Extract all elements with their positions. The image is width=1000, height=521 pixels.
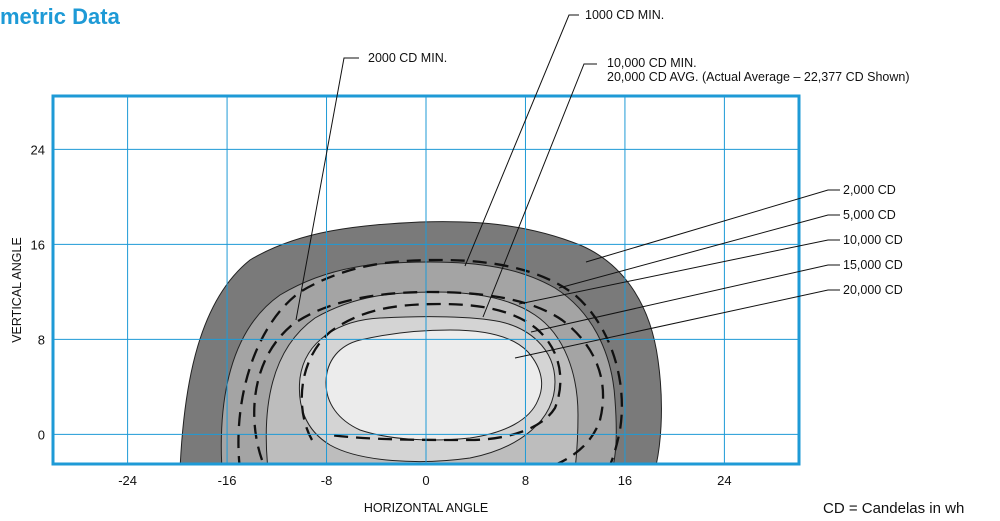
y-tick-label: 8 [38, 332, 45, 347]
page-title: metric Data [0, 4, 121, 29]
dashed-1000-cd-min [237, 258, 624, 464]
x-tick-label: -16 [218, 473, 237, 488]
leader-2000-cd [585, 189, 840, 263]
leader-10000-cd [518, 239, 840, 305]
y-axis-label: VERTICAL ANGLE [10, 237, 24, 343]
leader-5000-cd [558, 214, 840, 289]
plot-border [51, 94, 801, 466]
leader-1000-cd-min [464, 14, 579, 267]
leader-15000-cd [530, 264, 840, 333]
callout-2000-cd-min: 2000 CD MIN. [368, 51, 447, 65]
y-tick-labels: 0 8 16 24 [31, 142, 45, 442]
callout-20000-cd-avg: 20,000 CD AVG. (Actual Average – 22,377 … [607, 70, 910, 84]
x-tick-label: -8 [321, 473, 333, 488]
y-tick-label: 0 [38, 427, 45, 442]
grid [53, 96, 799, 464]
x-tick-label: 16 [618, 473, 632, 488]
callout-leaders [295, 14, 597, 321]
leader-2000-cd-min [295, 57, 359, 321]
x-axis-label: HORIZONTAL ANGLE [364, 501, 488, 515]
footnote: CD = Candelas in wh [823, 500, 964, 517]
intensity-zones [179, 221, 662, 464]
x-tick-label: 24 [717, 473, 731, 488]
callout-10000-cd-min: 10,000 CD MIN. [607, 56, 697, 70]
legend-5000-cd: 5,000 CD [843, 208, 896, 222]
dashed-2000-cd-min [253, 290, 605, 464]
x-tick-labels: -24 -16 -8 0 8 16 24 [118, 473, 731, 488]
callout-1000-cd-min: 1000 CD MIN. [585, 8, 664, 22]
x-tick-label: 8 [522, 473, 529, 488]
legend-20000-cd: 20,000 CD [843, 283, 903, 297]
x-tick-label: -24 [118, 473, 137, 488]
y-tick-label: 16 [31, 237, 45, 252]
leader-20000-cd [514, 289, 840, 359]
y-tick-label: 24 [31, 142, 45, 157]
zone-20000-cd [325, 329, 543, 441]
leader-10000-cd-min [482, 63, 597, 318]
legend-10000-cd: 10,000 CD [843, 233, 903, 247]
legend-leaders [514, 189, 840, 359]
legend-15000-cd: 15,000 CD [843, 258, 903, 272]
x-tick-label: 0 [422, 473, 429, 488]
legend-2000-cd: 2,000 CD [843, 183, 896, 197]
